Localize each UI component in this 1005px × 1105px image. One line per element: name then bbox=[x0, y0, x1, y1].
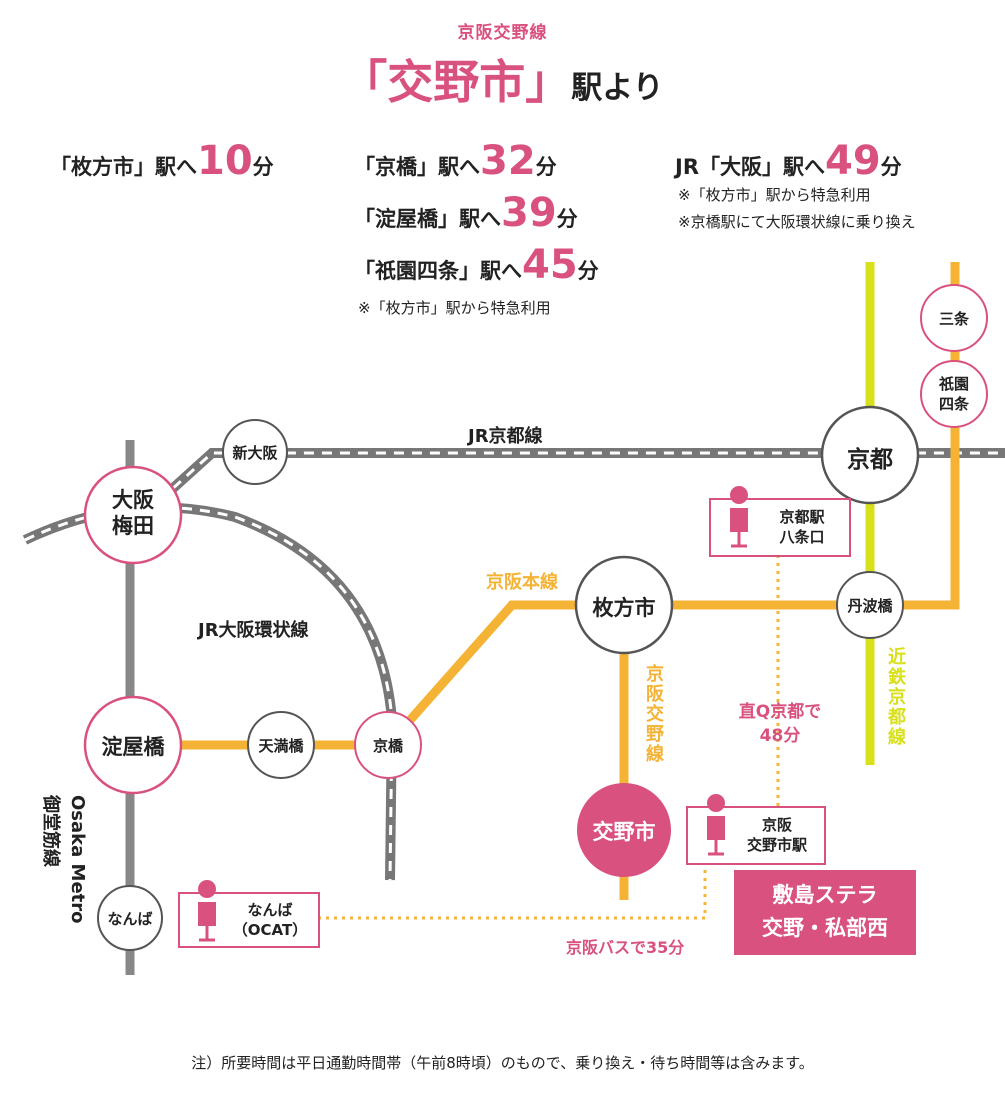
vertical-char: 鉄 bbox=[888, 667, 906, 688]
route-minutes: 49 bbox=[824, 138, 881, 184]
label-jr-loop-line: JR大阪環状線 bbox=[198, 620, 309, 641]
station-circle-kyobashi bbox=[354, 711, 422, 779]
vertical-char: 線 bbox=[888, 727, 906, 748]
bus-stop-icon bbox=[198, 880, 216, 942]
route-station: JR「大阪」駅へ bbox=[675, 155, 825, 179]
route-station: 「枚方市」駅へ bbox=[50, 155, 197, 179]
route-unit: 分 bbox=[880, 155, 902, 179]
bus-stop-icon bbox=[730, 486, 748, 548]
destination-badge: 敷島ステラ 交野・私部西 bbox=[734, 870, 916, 955]
page-title: 「交野市」駅より bbox=[0, 46, 1005, 112]
vertical-char: 阪 bbox=[646, 684, 664, 705]
route-unit: 分 bbox=[556, 207, 578, 231]
route-unit: 分 bbox=[535, 155, 557, 179]
bus-stop-label-line2: （OCAT） bbox=[232, 921, 308, 939]
vertical-char: 線 bbox=[646, 744, 664, 765]
jr-kyoto-line bbox=[156, 448, 1005, 504]
vertical-char: 京 bbox=[646, 664, 664, 685]
station-sanjo: 三条 bbox=[938, 310, 969, 328]
label-jr-kyoto-line: JR京都線 bbox=[468, 426, 543, 447]
station-label-line1: 大阪 bbox=[112, 488, 154, 512]
destination-line1: 敷島ステラ bbox=[772, 883, 878, 907]
label-keihan-bus-route: 京阪バスで35分 bbox=[566, 938, 685, 957]
route-minutes: 10 bbox=[197, 138, 253, 184]
label-kintetsu-line: 近 鉄 京 都 線 bbox=[886, 648, 908, 748]
station-gion-shijo: 祇園 四条 bbox=[921, 374, 987, 414]
note-osaka-2: ※京橋駅にて大阪環状線に乗り換え bbox=[678, 213, 916, 231]
bus-stop-label-line1: 京都駅 bbox=[779, 508, 825, 526]
station-circle-shin-osaka bbox=[222, 419, 288, 485]
keihan-bus-route bbox=[318, 862, 707, 920]
route-hirakatashi: 「枚方市」駅へ10分 bbox=[50, 138, 274, 184]
route-minutes: 45 bbox=[522, 242, 578, 288]
station-hirakatashi: 枚方市 bbox=[592, 596, 656, 620]
station-namba: なんば bbox=[107, 910, 153, 928]
bus-stop-label-line2: 八条口 bbox=[779, 528, 825, 546]
route-gion-shijo: 「祇園四条」駅へ45分 bbox=[354, 242, 599, 288]
destination-line2: 交野・私部西 bbox=[762, 916, 888, 940]
station-circle-kyoto bbox=[820, 405, 920, 505]
vertical-char: 京 bbox=[888, 687, 906, 708]
note-kyoto-routes: ※「枚方市」駅から特急利用 bbox=[358, 299, 551, 317]
route-station: 「祇園四条」駅へ bbox=[354, 259, 522, 283]
bus-stop-label-line2: 交野市駅 bbox=[746, 836, 807, 854]
label-keihan-main-line: 京阪本線 bbox=[486, 572, 558, 593]
label-osaka-metro: Osaka Metro bbox=[67, 795, 88, 924]
route-station: 「淀屋橋」駅へ bbox=[354, 207, 501, 231]
bus-stop-icon bbox=[707, 794, 725, 856]
bus-stop-label-line1: 京阪 bbox=[761, 816, 792, 834]
station-circle-tenmabashi bbox=[247, 711, 315, 779]
label-midosuji-line: 御堂筋線 bbox=[40, 795, 61, 867]
vertical-char: 野 bbox=[646, 724, 664, 745]
station-circle-namba bbox=[97, 885, 163, 951]
station-circle-osaka-umeda bbox=[83, 465, 183, 565]
station-osaka-umeda: 大阪 梅田 bbox=[85, 487, 181, 539]
station-label-line2: 四条 bbox=[938, 395, 969, 413]
bus-stop-label-line1: なんば bbox=[247, 901, 293, 919]
route-unit: 分 bbox=[577, 259, 599, 283]
bus-stop-label: 京阪 交野市駅 bbox=[736, 815, 818, 855]
station-circle-gion-shijo bbox=[920, 360, 988, 428]
station-kyobashi: 京橋 bbox=[372, 737, 403, 755]
station-kyoto: 京都 bbox=[847, 447, 893, 473]
route-osaka: JR「大阪」駅へ49分 bbox=[675, 138, 902, 184]
line-subtitle: 京阪交野線 bbox=[457, 23, 548, 43]
title-station: 「交野市」 bbox=[341, 55, 572, 109]
station-tambabashi: 丹波橋 bbox=[847, 597, 893, 615]
station-tenmabashi: 天満橋 bbox=[258, 737, 304, 755]
station-circle-hirakatashi bbox=[574, 555, 674, 655]
station-circle-katanoshi bbox=[577, 783, 671, 877]
label-keihan-katano-line: 京 阪 交 野 線 bbox=[644, 665, 666, 765]
station-circle-yodoyabashi bbox=[83, 695, 183, 795]
station-label-line1: 祇園 bbox=[938, 375, 969, 393]
note-osaka-1: ※「枚方市」駅から特急利用 bbox=[678, 186, 871, 204]
station-circle-sanjo bbox=[920, 284, 988, 352]
route-label-line1: 直Q京都で bbox=[738, 702, 822, 722]
title-suffix: 駅より bbox=[571, 70, 664, 106]
vertical-char: 近 bbox=[888, 647, 906, 668]
bus-stop-label: なんば （OCAT） bbox=[228, 900, 312, 940]
station-label-line2: 梅田 bbox=[112, 514, 154, 538]
route-label-line2: 48分 bbox=[759, 726, 801, 746]
route-station: 「京橋」駅へ bbox=[354, 155, 480, 179]
station-katanoshi: 交野市 bbox=[592, 820, 656, 844]
route-minutes: 39 bbox=[501, 190, 557, 236]
route-unit: 分 bbox=[252, 155, 274, 179]
vertical-char: 交 bbox=[646, 704, 664, 725]
label-chokuq-route: 直Q京都で 48分 bbox=[726, 700, 834, 748]
station-circle-tambabashi bbox=[836, 571, 904, 639]
route-minutes: 32 bbox=[480, 138, 536, 184]
footer-note: 注）所要時間は平日通勤時間帯（午前8時頃）のもので、乗り換え・待ち時間等は含みま… bbox=[191, 1054, 814, 1072]
route-kyobashi: 「京橋」駅へ32分 bbox=[354, 138, 557, 184]
vertical-char: 都 bbox=[888, 707, 906, 728]
route-yodoyabashi: 「淀屋橋」駅へ39分 bbox=[354, 190, 578, 236]
station-shin-osaka: 新大阪 bbox=[232, 444, 278, 462]
station-yodoyabashi: 淀屋橋 bbox=[101, 735, 165, 759]
bus-stop-label: 京都駅 八条口 bbox=[762, 507, 842, 547]
